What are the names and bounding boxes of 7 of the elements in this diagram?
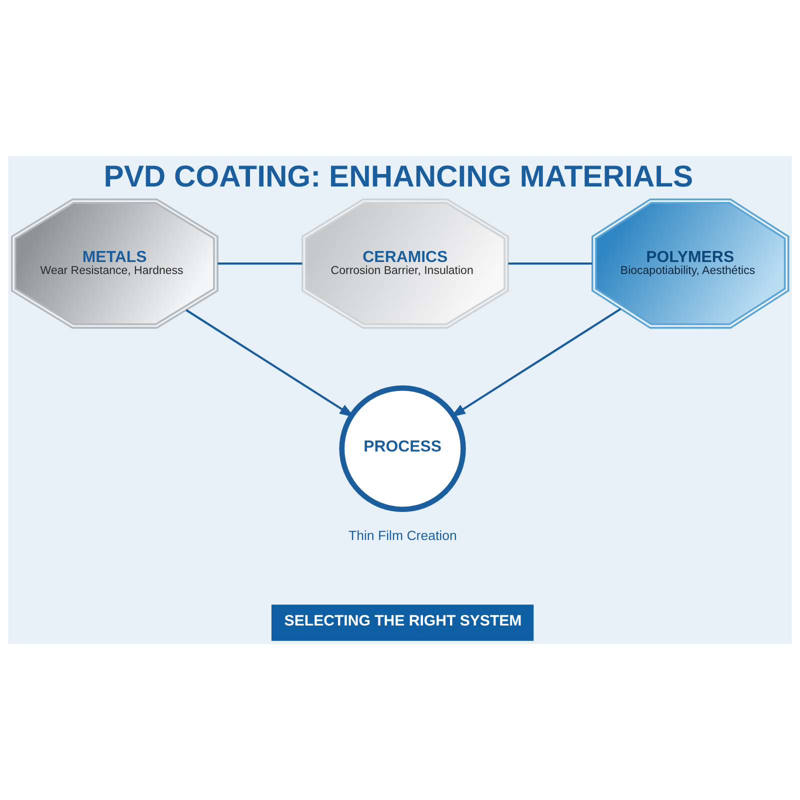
node-label: Thin Film Creation: [348, 528, 457, 543]
diagram-title: PVD COATING: ENHANCING MATERIALS: [104, 160, 694, 194]
arrow: [186, 309, 354, 418]
connector: [508, 262, 592, 265]
connector: [218, 262, 302, 265]
arrow: [450, 308, 622, 418]
node-box: SELECTING THE RIGHT SYSTEM: [271, 604, 534, 641]
